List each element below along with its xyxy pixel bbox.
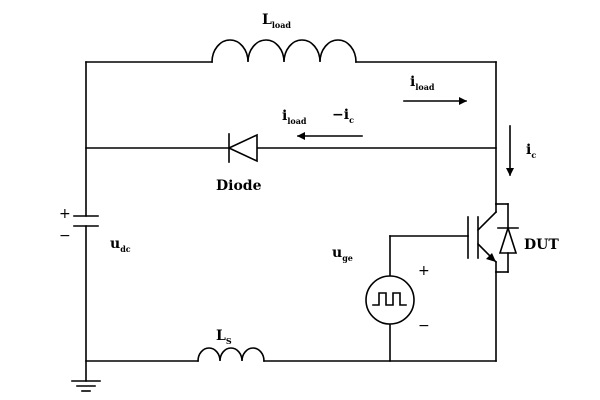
dut-antiparallel-diode <box>495 203 519 273</box>
iload-top-label: iload <box>410 74 435 92</box>
iload-mid-label: iload <box>282 108 307 126</box>
source-minus-sign: − <box>418 318 430 334</box>
dut-label: DUT <box>524 237 559 253</box>
ground-symbol <box>71 380 101 392</box>
source-plus-sign: + <box>418 263 430 279</box>
igbt-transistor <box>467 203 498 273</box>
capacitor-minus-sign: − <box>59 228 71 244</box>
stray-inductor-label: LS <box>216 328 232 346</box>
diode-label: Diode <box>216 178 262 194</box>
gate-wire <box>389 235 469 362</box>
uge-label: uge <box>332 245 353 263</box>
ic-label: ic <box>526 142 536 160</box>
minus-ic-label: −ic <box>332 107 354 125</box>
stray-inductor <box>197 347 265 362</box>
load-inductor-label: Lload <box>262 12 291 30</box>
gate-pulse-source <box>365 275 415 325</box>
load-inductor <box>211 39 357 63</box>
udc-label: udc <box>110 236 131 254</box>
capacitor-plus-sign: + <box>59 206 71 222</box>
freewheeling-diode <box>227 133 258 163</box>
dc-link-capacitor <box>73 215 99 227</box>
